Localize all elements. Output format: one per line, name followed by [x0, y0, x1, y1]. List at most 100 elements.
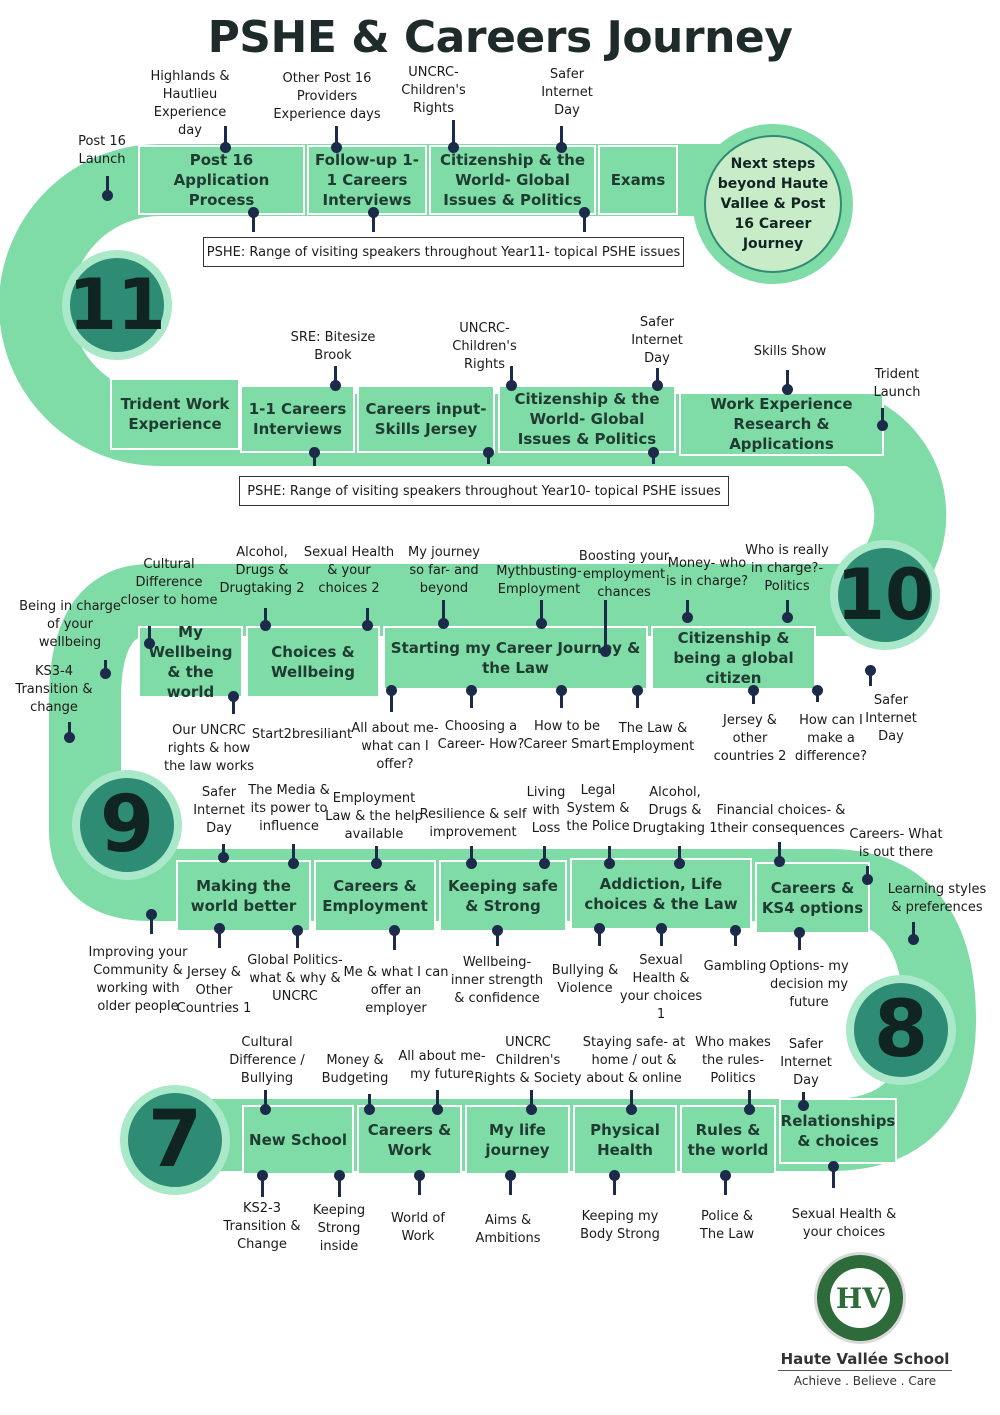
pin — [260, 1090, 271, 1115]
pin — [438, 600, 449, 629]
label-being-in-charge: Being in charge of your wellbeing — [19, 599, 121, 650]
pin — [812, 685, 823, 702]
pin — [536, 600, 547, 629]
pin — [656, 923, 667, 946]
label-sexual-health-2: Sexual Health & your choices 2 — [303, 545, 395, 596]
label-cultural-difference: Cultural Difference closer to home — [120, 557, 218, 608]
pin — [877, 408, 888, 431]
label-our-uncrc: Our UNCRC rights & how the law works — [163, 723, 255, 774]
label-sexual-health-y7: Sexual Health & your choices — [791, 1207, 897, 1240]
pin — [828, 1161, 839, 1188]
school-logo: HV — [814, 1252, 906, 1344]
label-alcohol-1: Alcohol, Drugs & Drugtaking 1 — [632, 785, 718, 836]
pin — [466, 685, 477, 708]
box-careers-work: Careers & Work — [357, 1105, 462, 1175]
pin — [102, 176, 113, 201]
pin — [466, 846, 477, 869]
box-citizenship-y10: Citizenship & the World- Global Issues &… — [498, 385, 676, 453]
box-addiction-choices: Addiction, Life choices & the Law — [570, 858, 752, 930]
pin — [556, 685, 567, 708]
pin — [414, 1170, 425, 1195]
pin — [483, 447, 494, 464]
box-my-life-journey: My life journey — [465, 1105, 570, 1175]
label-ks34-transition: KS3-4 Transition & change — [15, 664, 93, 715]
label-legal-system: Legal System & the Police — [566, 783, 630, 834]
pin — [556, 126, 567, 153]
label-learning-styles: Learning styles & preferences — [887, 882, 987, 915]
pin — [674, 846, 685, 869]
pin — [330, 366, 341, 391]
box-rules-world: Rules & the world — [680, 1105, 776, 1175]
box-choices-wellbeing: Choices & Wellbeing — [246, 626, 380, 698]
pin — [609, 1170, 620, 1195]
label-jersey-other-1: Jersey & Other Countries 1 — [176, 965, 252, 1016]
school-name: Haute Vallée School — [778, 1350, 952, 1371]
label-law-employment: The Law & Employment — [611, 721, 695, 754]
label-wellbeing-strength: Wellbeing- inner strength & confidence — [450, 955, 544, 1006]
pin — [309, 447, 320, 466]
box-my-wellbeing: My Wellbeing & the world — [138, 623, 243, 701]
label-about-me-future: All about me- my future — [398, 1049, 486, 1082]
label-police-law: Police & The Law — [699, 1209, 755, 1242]
pin — [652, 368, 663, 391]
label-options-decision: Options- my decision my future — [769, 959, 849, 1010]
label-sexual-health-1: Sexual Health & your choices 1 — [619, 953, 703, 1022]
pin — [64, 722, 75, 743]
label-staying-safe: Staying safe- at home / out & about & on… — [582, 1035, 686, 1086]
label-money-budgeting: Money & Budgeting — [321, 1053, 389, 1086]
pin — [214, 923, 225, 948]
pin — [782, 370, 793, 395]
box-trident-work-experience: Trident Work Experience — [110, 378, 240, 450]
label-really-in-charge: Who is really in charge?- Politics — [745, 543, 829, 594]
pin — [386, 685, 397, 712]
pin — [371, 846, 382, 869]
label-sre-bitesize: SRE: Bitesize Brook — [290, 330, 376, 363]
box-citizenship-global: Citizenship & being a global citizen — [651, 626, 816, 690]
box-post16-application: Post 16 Application Process — [138, 145, 305, 215]
pin — [248, 207, 259, 232]
label-money-in-charge: Money- who is in charge? — [665, 556, 749, 589]
pin — [730, 925, 741, 946]
label-mythbusting: Mythbusting- Employment — [496, 564, 582, 597]
box-relationships-choices: Relationships & choices — [779, 1098, 897, 1164]
pin — [432, 1090, 443, 1115]
pin — [539, 846, 550, 869]
label-cultural-bullying: Cultural Difference / Bullying — [229, 1035, 305, 1086]
label-highlands: Highlands & Hautlieu Experience day — [150, 69, 230, 138]
pin — [626, 1090, 637, 1115]
label-post16-launch: Post 16 Launch — [78, 134, 126, 167]
pin — [632, 685, 643, 708]
school-logo-text: HV — [830, 1268, 890, 1328]
label-financial-choices: Financial choices- & their consequences — [716, 803, 846, 836]
label-me-offer-employer: Me & what I can offer an employer — [343, 965, 449, 1016]
year-9-circle: 9 — [72, 770, 182, 880]
box-followup-interviews: Follow-up 1-1 Careers Interviews — [307, 145, 427, 215]
pin — [782, 600, 793, 623]
pin — [744, 1090, 755, 1115]
pin — [144, 626, 155, 649]
pin — [594, 923, 605, 946]
label-keeping-body-strong: Keeping my Body Strong — [580, 1209, 660, 1242]
box-physical-health: Physical Health — [573, 1105, 677, 1175]
pin — [526, 1090, 537, 1115]
label-safer-internet-y7: Safer Internet Day — [780, 1037, 832, 1088]
label-careers-what: Careers- What is out there — [849, 827, 943, 860]
box-new-school: New School — [242, 1105, 354, 1175]
speakers-year11: PSHE: Range of visiting speakers through… — [203, 237, 684, 267]
pin — [448, 120, 459, 153]
label-alcohol-2: Alcohol, Drugs & Drugtaking 2 — [219, 545, 305, 596]
box-keeping-safe: Keeping safe & Strong — [439, 860, 567, 932]
page-title: PSHE & Careers Journey — [207, 12, 793, 63]
pin — [908, 922, 919, 945]
pin — [146, 909, 157, 934]
label-employment-law: Employment Law & the help available — [325, 791, 423, 842]
pin — [220, 126, 231, 153]
box-careers-skills-jersey: Careers input- Skills Jersey — [357, 385, 495, 453]
pin — [865, 665, 876, 686]
pin — [748, 685, 759, 704]
label-choosing-career: Choosing a Career- How? — [437, 719, 525, 752]
label-start2bresiliant: Start2bresiliant — [251, 727, 353, 742]
pin — [292, 925, 303, 948]
label-uncrc-y11: UNCRC- Children's Rights — [401, 65, 466, 116]
pin — [362, 608, 373, 631]
